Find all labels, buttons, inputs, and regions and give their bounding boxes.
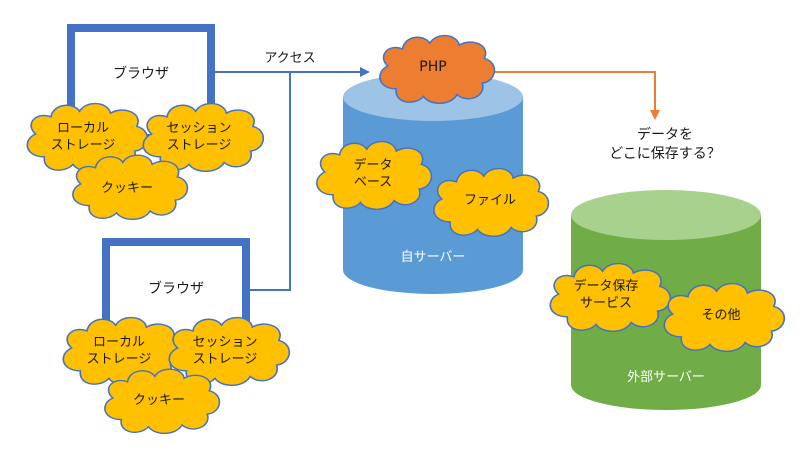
storage-service-cloud: [549, 262, 672, 333]
database-cloud: [316, 140, 433, 211]
session-storage-cloud-bottom: [168, 316, 291, 387]
bottom-browser-connector: [250, 72, 291, 291]
php-cloud: [379, 34, 496, 105]
storage-question-arrow: [495, 71, 660, 120]
